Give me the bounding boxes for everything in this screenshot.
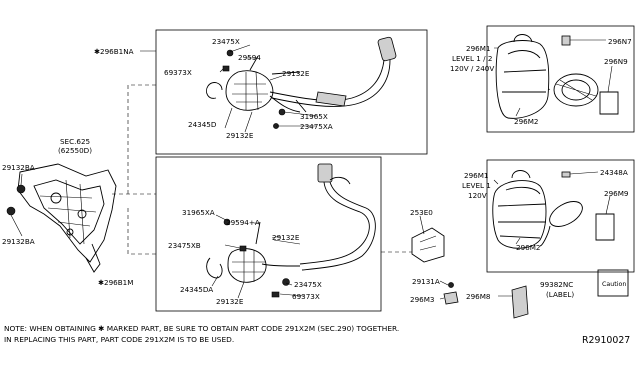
label-296b1m: ✱296B1M [98,278,133,287]
label-296n7: 296N7 [608,37,632,46]
part-296m8 [511,285,529,319]
label-sec625: SEC.625 [60,137,90,146]
label-24345d: 24345D [188,120,217,129]
label-62550d: (62550D) [58,146,92,155]
label-29132ba-bottom: 29132BA [2,237,35,246]
label-296m3: 296M3 [410,295,435,304]
label-296m9: 296M9 [604,189,629,198]
clip-29132ba-bottom [6,206,16,216]
label-level1: LEVEL 1 [462,181,491,190]
caution-text: Caution [602,281,626,288]
label-label: (LABEL) [546,290,574,299]
level1-charger-frame [486,159,635,273]
label-23475xb: 23475XB [168,241,201,250]
label-296b1na: ✱296B1NA [94,47,134,56]
leader-upper-to-bracket [127,84,156,196]
diagram-code: R2910027 [582,335,630,346]
label-23475x-lower: 23475X [294,280,322,289]
lower-harness-frame [155,156,382,312]
label-69373x-upper: 69373X [164,68,192,77]
clip-29131a [448,282,454,288]
bracket-253e0 [411,227,445,263]
label-31965xa: 31965XA [182,208,215,217]
label-31965x: 31965X [300,112,328,121]
label-120v: 120V [468,191,487,200]
note-line-1: NOTE: WHEN OBTAINING ✱ MARKED PART, BE S… [4,324,399,333]
label-29132e-lower-bottom: 29132E [216,297,244,306]
label-23475x-upper: 23475X [212,37,240,46]
label-296n9: 296N9 [604,57,628,66]
label-29131a: 29131A [412,277,440,286]
upper-harness-frame [155,29,428,155]
level12-charger-frame [486,25,635,133]
label-296m2-lower: 296M2 [516,243,541,252]
lower-harness-assembly [206,163,376,298]
label-level12: LEVEL 1 / 2 [452,54,492,63]
bracket-assembly [17,163,117,273]
label-29132e-upper-bottom: 29132E [226,131,254,140]
label-29132ba-top: 29132BA [2,163,35,172]
label-24348a: 24348A [600,168,628,177]
label-296m1-lower: 296M1 [464,171,489,180]
part-296m3 [443,291,459,305]
label-296m2-upper: 296M2 [514,117,539,126]
label-69373x-lower: 69373X [292,292,320,301]
label-296m8: 296M8 [466,292,491,301]
label-29132e-lower-right: 29132E [272,233,300,242]
leader-lower-to-bracket [127,205,156,255]
note-line-2: IN REPLACING THIS PART, PART CODE 291X2M… [4,335,234,344]
level12-charger-bag [495,34,619,119]
label-29594: 29594 [238,53,261,62]
label-23475xa: 23475XA [300,122,333,131]
label-253e0: 253E0 [410,208,433,217]
clip-29132ba-top [16,184,26,194]
level1-charger-bag [492,170,615,249]
label-296m1-upper: 296M1 [466,44,491,53]
upper-harness-assembly [205,36,397,129]
label-29594a: 29594+A [226,218,260,227]
label-29132e-upper-right: 29132E [282,69,310,78]
label-120v240v: 120V / 240V [450,64,494,73]
caution-label-box [597,269,629,297]
label-99382nc: 99382NC [540,280,573,289]
label-24345da: 24345DA [180,285,213,294]
